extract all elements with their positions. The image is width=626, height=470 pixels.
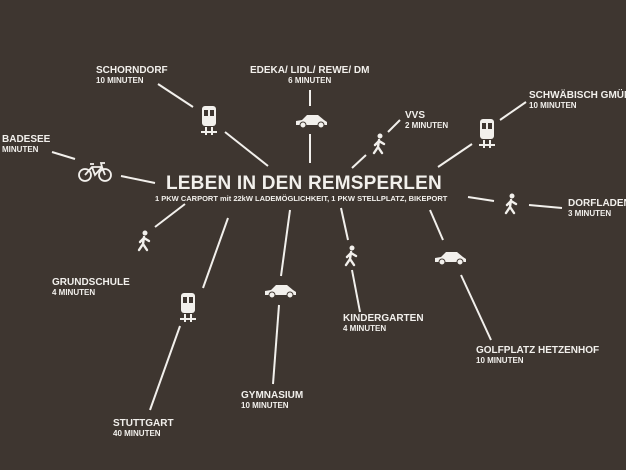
destination-name: DORFLADEN xyxy=(568,198,626,209)
walking-person-icon xyxy=(504,193,518,215)
destination-time: 10 MINUTEN xyxy=(241,401,289,410)
walking-person-icon xyxy=(137,230,151,252)
train-icon xyxy=(201,106,217,135)
destination-time: 10 MINUTEN xyxy=(529,101,577,110)
destination-name: SCHORNDORF xyxy=(96,65,168,76)
destination-time: 10 MINUTEN xyxy=(96,76,144,85)
destination-name: GOLFPLATZ HETZENHOF xyxy=(476,345,600,356)
walking-person-icon xyxy=(372,133,386,155)
train-icon xyxy=(180,293,196,322)
destination-time: 3 MINUTEN xyxy=(568,209,612,218)
destination-name: SCHWÄBISCH GMÜND xyxy=(529,90,626,101)
destination-name: GRUNDSCHULE xyxy=(52,277,130,288)
car-icon xyxy=(296,115,327,129)
destination-time: 4 MINUTEN xyxy=(343,324,387,333)
label-schwaebisch-gmuend: SCHWÄBISCH GMÜND10 MINUTEN xyxy=(529,90,626,111)
walking-person-icon xyxy=(344,245,358,267)
main-title: LEBEN IN DEN REMSPERLEN xyxy=(166,173,442,194)
destination-name: KINDERGARTEN xyxy=(343,313,424,324)
car-icon xyxy=(265,285,296,299)
destination-time: 4 MINUTEN xyxy=(52,288,96,297)
destination-time: 2 MINUTEN xyxy=(405,121,449,130)
destination-name: STUTTGART xyxy=(113,418,174,429)
destination-time: 6 MINUTEN xyxy=(288,76,332,85)
car-icon xyxy=(435,252,466,266)
destination-name: GYMNASIUM xyxy=(241,390,304,401)
destination-time: MINUTEN xyxy=(2,145,39,154)
destination-time: 10 MINUTEN xyxy=(476,356,524,365)
bicycle-icon xyxy=(78,162,112,182)
destination-name: BADESEE xyxy=(2,134,51,145)
train-icon xyxy=(479,119,495,148)
destination-name: VVS xyxy=(405,110,426,121)
subtitle: 1 PKW CARPORT mit 22kW LADEMÖGLICHKEIT, … xyxy=(155,194,448,203)
destination-time: 40 MINUTEN xyxy=(113,429,161,438)
destination-name: EDEKA/ LIDL/ REWE/ DM xyxy=(250,65,370,76)
